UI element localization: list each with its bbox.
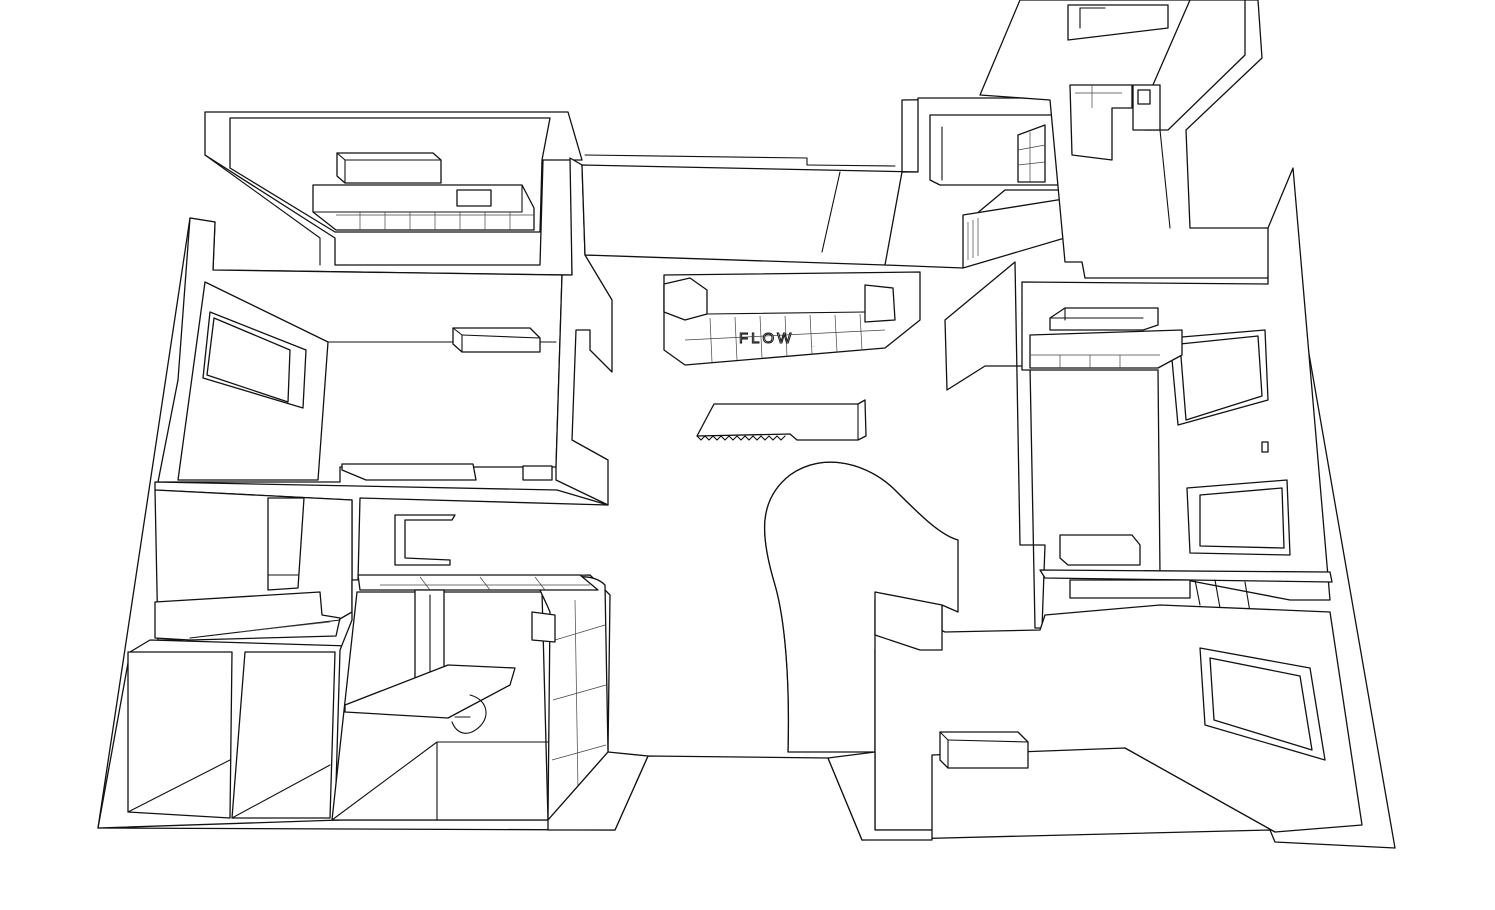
meeting-table: [344, 664, 516, 734]
counter-right: [1029, 329, 1183, 369]
curved-glass-wall: [539, 576, 609, 821]
desk-right-lower: [939, 731, 1029, 769]
room-right-upper: [944, 167, 1333, 629]
upper-cabinet: [336, 152, 442, 184]
sink: [1132, 84, 1161, 131]
room-right-lower: [874, 591, 1363, 833]
window-left: [202, 311, 307, 409]
desk-left-office: [341, 463, 553, 481]
shelf-unit: [1017, 124, 1046, 183]
room-top-middle: [884, 97, 1076, 269]
meeting-room: [331, 574, 611, 821]
room-left-lower: [97, 489, 353, 829]
curved-feature-wall: [763, 461, 959, 753]
desk-right: [1059, 534, 1251, 613]
overhead-cabinet-right: [1049, 307, 1159, 331]
reception-desk: [696, 399, 867, 441]
room-left-office: [157, 217, 563, 483]
reception-sign-wall: FLOW ...: [663, 271, 921, 366]
room-top-right-bath: [979, 0, 1271, 279]
kitchen-counter: [312, 184, 535, 231]
logo-subtext: ...: [812, 343, 815, 348]
room-top-left: [204, 111, 583, 266]
outlet-icon: [1261, 441, 1269, 453]
entrance: [394, 514, 933, 841]
logo-text: FLOW: [739, 330, 794, 347]
wall-unit: [452, 327, 541, 353]
